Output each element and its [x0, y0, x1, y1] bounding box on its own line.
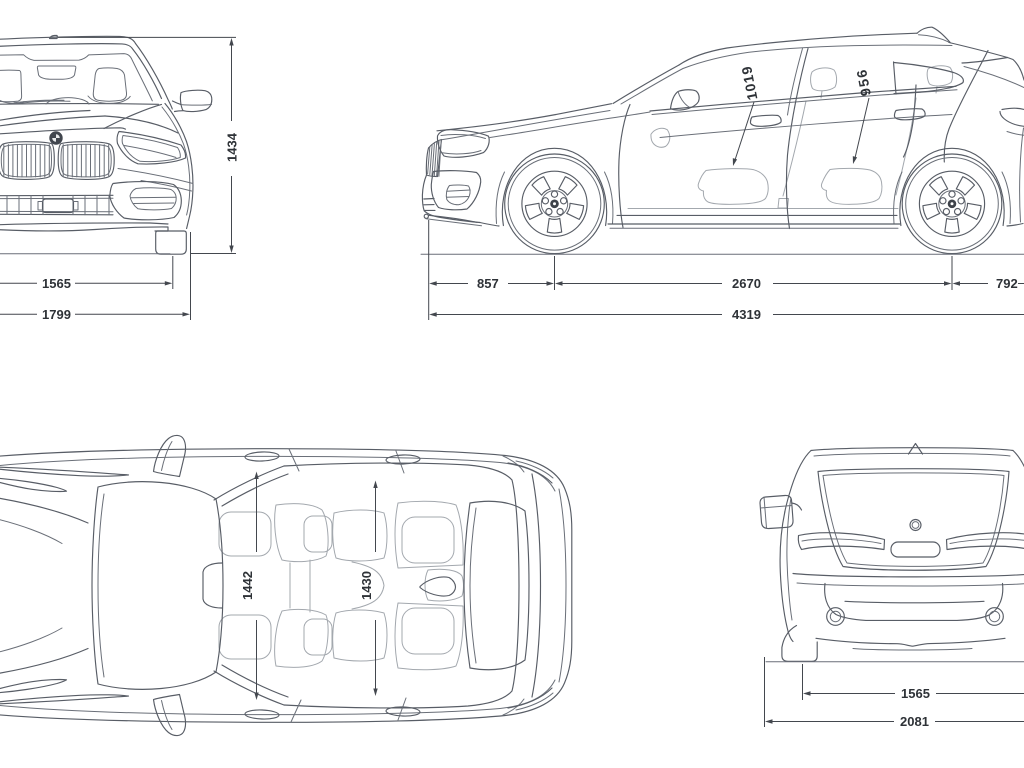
svg-text:1434: 1434: [225, 132, 240, 162]
svg-text:2670: 2670: [732, 276, 761, 291]
svg-text:792: 792: [996, 276, 1018, 291]
svg-text:956: 956: [853, 67, 874, 97]
svg-text:1565: 1565: [42, 276, 71, 291]
svg-text:857: 857: [477, 276, 499, 291]
svg-text:4319: 4319: [732, 307, 761, 322]
svg-text:1442: 1442: [240, 571, 255, 600]
svg-text:1565: 1565: [901, 686, 930, 701]
svg-text:2081: 2081: [900, 714, 929, 729]
svg-text:1019: 1019: [738, 64, 760, 101]
svg-text:1430: 1430: [359, 571, 374, 600]
svg-text:1799: 1799: [42, 307, 71, 322]
